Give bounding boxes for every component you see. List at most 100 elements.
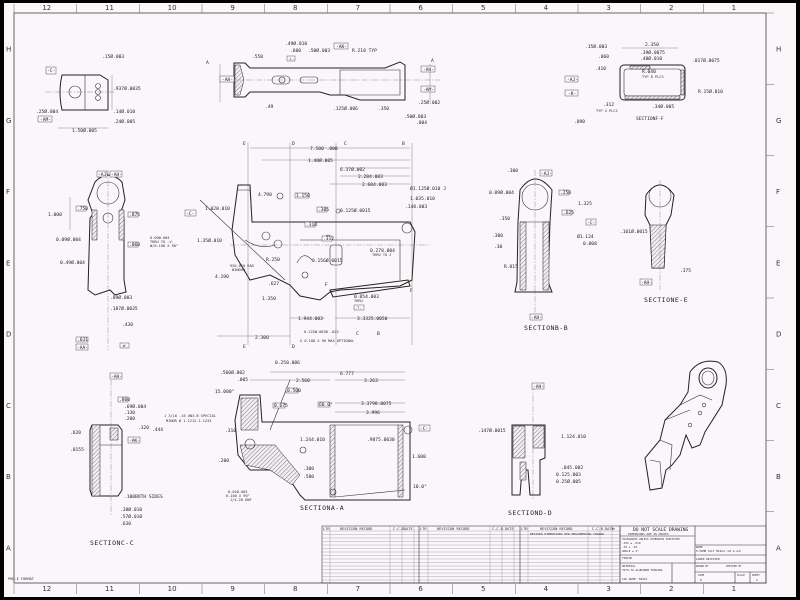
dim: THRU TO J [372,253,391,257]
rev-header-date: DATE [404,527,413,531]
dim: .148.003 [405,204,427,210]
zone-column-label: 7 [356,585,360,593]
dim: THRU TO -V- [150,240,174,244]
dim: .69Ø.004 [124,403,146,410]
zone-row-label: B [776,473,781,481]
dim: .580 [303,474,314,480]
zone-column-label: 7 [356,4,360,12]
dim: .305 [318,207,329,213]
cad-name: CAD NAME: M16A3 [622,577,648,581]
dim: 10.0° [413,484,427,490]
format-label: PRD-E FORMAT [8,577,35,581]
drawing-name: 5.56MM COLT M16A4 (A3 & A4) [696,549,742,553]
dim: .50Ø.003 [308,47,330,54]
rev-header-ccb: C.C.B. [393,527,406,531]
datum-label: -AK- [129,438,140,444]
revision-table: LTR REVISION RECORD C.C.B. DATE LTR REVI… [321,525,621,584]
dim: 60.0° [319,402,333,408]
view-front: -AJ- -AH- 1.000 .750 .875 0.09Ø.004 0.49… [48,170,178,351]
name-label: NAME [696,545,703,549]
dim: .14Ø.010 [113,108,135,115]
zone-column-label: 1 [732,585,736,593]
dimensions-note: DIMENSIONS ARE IN INCHES [628,532,669,536]
dim: R.218 TYP [352,48,377,54]
dim: 1/4-28 UNF [230,498,252,502]
dim: 0.25Ø.005 [556,478,581,485]
zone-row-label: B [6,473,11,481]
scale-label: SCALE [737,573,745,577]
dim: .312 [603,102,614,108]
zone-row-label: F [776,188,780,196]
dim: .34Ø.005 [652,103,674,110]
sheet-label: SHEET [752,573,760,577]
datum-label: -AH- [423,67,434,73]
zone-column-label: 3 [606,585,610,593]
rev-header-ccb: C.C.B. [592,527,605,531]
dim: 1.124.010 [561,434,586,440]
dim: W/0.100 X 90° [150,244,178,248]
zone-column-label: 2 [669,4,673,12]
drawn-by-label: DRAWN BY [696,564,709,568]
dim: .350 [378,106,389,112]
section-arrow-label: D [292,141,295,147]
datum-label: -C- [587,220,595,226]
dim: 4.190 [215,274,229,280]
dim: .430 [122,322,133,328]
dim: .49Ø.010 [285,40,307,47]
dim: .312 [323,236,334,242]
view-top-receiver: A A .49Ø.010 .550 .600 .50Ø.003 R.218 TY… [206,40,440,126]
zone-column-label: 4 [544,585,549,593]
dim: .0155 [70,447,84,453]
dim: R.250 [266,257,280,263]
dim: 0.09Ø.004 [56,236,81,243]
zone-column-label: 12 [42,4,51,12]
dim: .860 [119,397,130,403]
dim: 1.350 [262,296,276,302]
datum-label: -AH- [222,77,233,83]
zone-column-label: 10 [168,585,177,593]
dim: .57Ø.010 [120,513,142,520]
dim: .09Ø.003 [110,294,132,301]
view-section-c-c: -AH- .860 .69Ø.004 .130 .200 .320 .444 -… [70,372,163,547]
dim: 3.263 [364,378,378,384]
material-value: 7075-T6 ALUMINUM FORGING [622,568,663,572]
do-not-scale: DO NOT SCALE DRAWING [633,527,689,533]
zone-row-label: C [776,402,781,410]
zone-column-label: 8 [293,4,297,12]
dim: .045.002 [561,465,583,471]
dim: 2.300 [255,335,269,341]
dim: .30 [494,244,503,250]
section-title: SECTIOND-D [508,509,552,517]
dim: 1.000 [48,212,62,218]
dim: 0.125.003 [556,472,581,478]
dim: .004 [416,120,427,126]
dim: .15Ø.003 [585,43,607,50]
dim: 0.09Ø.004 [489,189,514,196]
dim: 0.09Ø.004 [150,235,169,240]
view-section-a-a: 0.250.006 6.777 .560Ø.002 .005 15.000° 2… [164,360,431,512]
dim: .48Ø.010 [640,55,662,62]
dim: 0.675 [274,403,288,409]
rev-header-ltr: LTR [323,527,330,531]
rev-header-record: REVISION RECORD [540,527,572,531]
zone-row-label: H [776,46,781,54]
datum-label: -C- [420,426,428,432]
datum-label: -AJ- [98,172,109,178]
dim: .25Ø.002 [418,99,440,106]
dim: .187Ø.0035 [110,305,138,312]
dim: 6.777 [340,371,354,377]
zone-row-label: E [6,259,10,267]
view-section-d-d: -AH- .147Ø.0015 1.124.010 .045.002 0.125… [478,382,586,517]
datum-label: -AM- [40,117,51,123]
zone-row-label: D [6,331,11,339]
section-arrow-label: A [431,58,434,64]
datum-label: -W- [121,344,128,348]
zone-column-label: 8 [293,585,297,593]
material-label: MATERIAL [622,564,636,568]
view-section-e-e: .161Ø.0015 .375 -AH- SECTIONE-E [620,180,691,304]
rev-header-date: DATE [505,527,514,531]
dim: .25Ø.004 [36,108,58,115]
dim: Ø1.124 [577,233,594,240]
dim: 2.284.003 [358,174,383,180]
